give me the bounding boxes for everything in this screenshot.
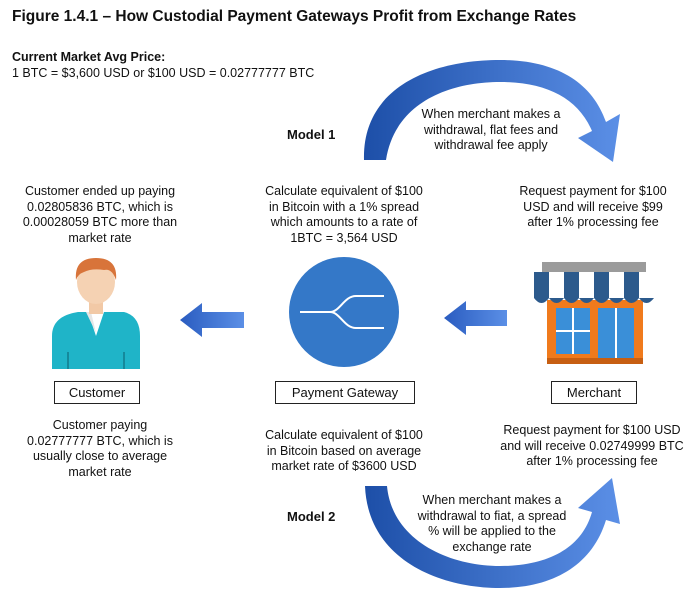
model2-customer-note-line: Customer paying — [52, 418, 148, 432]
model1-gateway-note-line: Calculate equivalent of $100 — [265, 184, 423, 198]
merchant-store-icon — [534, 262, 654, 364]
model1-customer-note-line: market rate — [68, 230, 132, 245]
market-price-heading: Current Market Avg Price: — [12, 50, 166, 64]
model2-merchant-note-line: and will receive 0.02749999 BTC — [500, 438, 684, 453]
model2-merchant-note-line: after 1% processing fee — [526, 454, 658, 468]
model2-arc-note-line: % will be applied to the — [428, 524, 556, 538]
model2-curved-arrow-icon — [365, 478, 620, 588]
model1-merchant-note-line: Request payment for $100 — [519, 184, 667, 198]
model2-customer-note-line: 0.02777777 BTC, which is — [27, 433, 173, 448]
model1-curved-arrow-icon — [363, 60, 620, 162]
arrow-left-icon — [444, 301, 507, 335]
model2-gateway-note-line: market rate of $3600 USD — [271, 459, 417, 473]
model2-arc-note-line: withdrawal to fiat, a spread — [417, 508, 567, 523]
model1-gateway-note: Calculate equivalent of $100 in Bitcoin … — [250, 184, 438, 246]
customer-icon — [52, 258, 140, 369]
model1-arc-note-line: withdrawal, flat fees and — [423, 122, 559, 137]
model1-merchant-note-line: USD and will receive $99 — [523, 199, 663, 214]
model1-customer-note-line: 0.00028059 BTC more than — [22, 215, 178, 229]
model1-arc-note: When merchant makes a withdrawal, flat f… — [402, 107, 580, 154]
figure-title: Figure 1.4.1 – How Custodial Payment Gat… — [12, 8, 577, 25]
model2-customer-note-line: usually close to average — [32, 449, 168, 463]
model1-gateway-note-line: in Bitcoin with a 1% spread — [268, 199, 420, 214]
model1-customer-note-line: Customer ended up paying — [24, 184, 176, 198]
model2-label: Model 2 — [287, 509, 336, 524]
model2-arc-note-line: exchange rate — [452, 539, 532, 554]
model2-arc-note: When merchant makes a withdrawal to fiat… — [402, 493, 582, 555]
market-price-rate: 1 BTC = $3,600 USD or $100 USD = 0.02777… — [12, 66, 315, 80]
payment-gateway-icon — [289, 257, 399, 367]
model2-gateway-note: Calculate equivalent of $100 in Bitcoin … — [250, 428, 438, 475]
model2-merchant-note: Request payment for $100 USD and will re… — [492, 423, 692, 470]
model2-customer-note-line: market rate — [68, 464, 132, 479]
model1-label: Model 1 — [287, 127, 336, 142]
model1-gateway-note-line: which amounts to a rate of — [270, 215, 418, 229]
model1-merchant-note: Request payment for $100 USD and will re… — [505, 184, 681, 231]
customer-label: Customer — [54, 381, 140, 404]
model2-gateway-note-line: in Bitcoin based on average — [266, 443, 422, 458]
model2-customer-note: Customer paying 0.02777777 BTC, which is… — [10, 418, 190, 480]
merchant-label: Merchant — [551, 381, 637, 404]
model2-gateway-note-line: Calculate equivalent of $100 — [265, 428, 423, 442]
model1-arc-note-line: When merchant makes a — [421, 107, 561, 121]
arrow-left-icon — [180, 303, 244, 337]
payment-gateway-label: Payment Gateway — [275, 381, 415, 404]
model1-customer-note: Customer ended up paying 0.02805836 BTC,… — [10, 184, 190, 246]
model1-customer-note-line: 0.02805836 BTC, which is — [27, 199, 173, 214]
model2-merchant-note-line: Request payment for $100 USD — [503, 423, 681, 437]
model1-merchant-note-line: after 1% processing fee — [527, 215, 659, 229]
model1-arc-note-line: withdrawal fee apply — [434, 138, 548, 152]
model1-gateway-note-line: 1BTC = 3,564 USD — [290, 230, 398, 245]
model2-arc-note-line: When merchant makes a — [422, 493, 562, 507]
